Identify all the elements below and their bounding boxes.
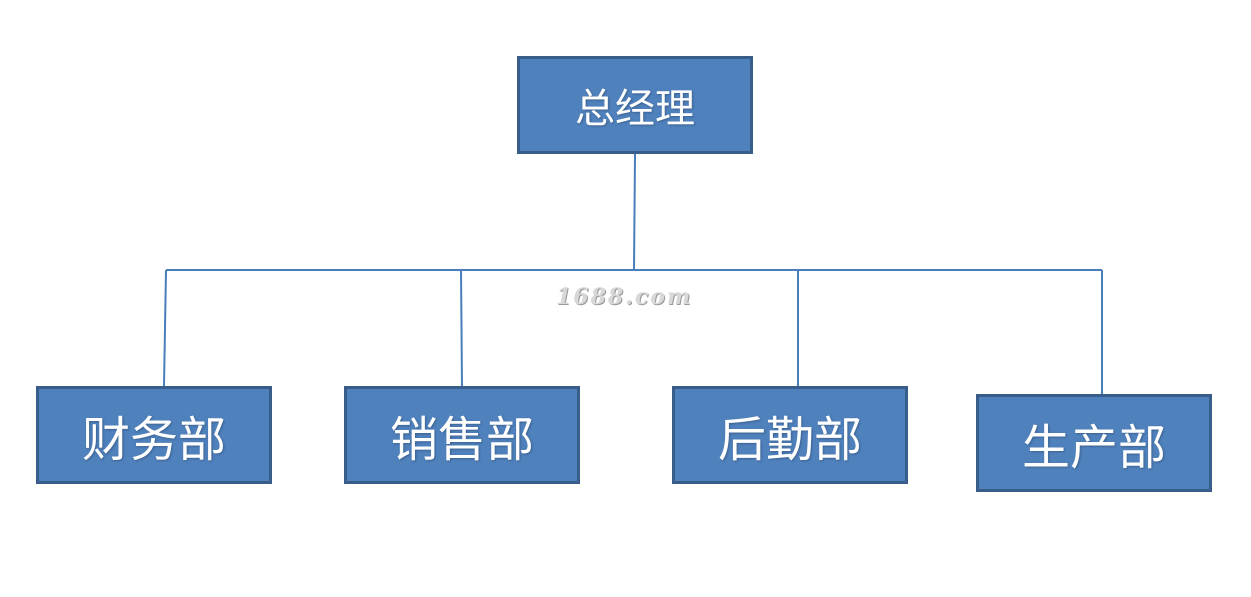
node-production-dept: 生产部 (976, 394, 1212, 492)
node-logistics-dept: 后勤部 (672, 386, 908, 484)
node-production-dept-label: 生产部 (1021, 420, 1166, 476)
node-sales-dept-label: 销售部 (389, 412, 534, 468)
node-finance-dept: 财务部 (36, 386, 272, 484)
connector-root-trunk (633, 153, 636, 271)
node-finance-dept-label: 财务部 (81, 412, 226, 468)
connector-finance (163, 269, 167, 387)
connector-sales (460, 269, 463, 387)
node-logistics-dept-label: 后勤部 (717, 412, 862, 468)
watermark: 1688.com (556, 284, 693, 310)
node-general-manager-label: 总经理 (575, 86, 695, 132)
node-sales-dept: 销售部 (344, 386, 580, 484)
node-general-manager: 总经理 (517, 56, 753, 154)
